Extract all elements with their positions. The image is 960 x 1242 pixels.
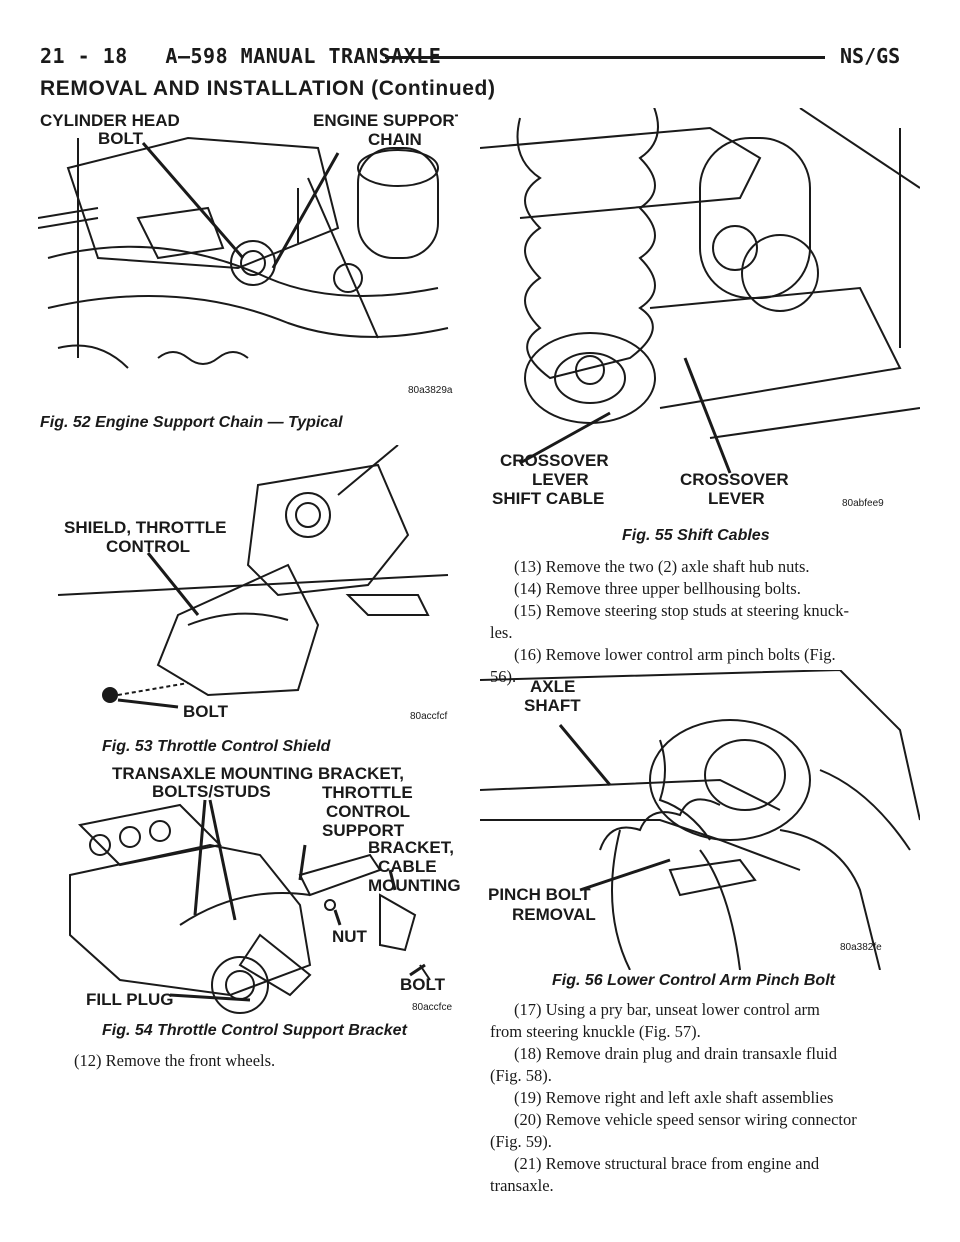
step-20-cont: (Fig. 59). <box>490 1132 552 1151</box>
steps-right-b: (17) Using a pry bar, unseat lower contr… <box>490 999 920 1197</box>
label-mounting: MOUNTING <box>368 876 460 895</box>
label-lever-2: LEVER <box>708 489 765 508</box>
step-21-cont: transaxle. <box>490 1176 554 1195</box>
label-control: CONTROL <box>106 537 190 556</box>
step-18: (18) Remove drain plug and drain transax… <box>514 1044 838 1063</box>
label-cylinder-head: CYLINDER HEAD <box>40 111 180 130</box>
label-shift-cable: SHIFT CABLE <box>492 489 604 508</box>
label-removal: REMOVAL <box>512 905 596 924</box>
figure-52: CYLINDER HEAD BOLT ENGINE SUPPORT CHAIN … <box>38 108 458 398</box>
label-throttle: THROTTLE <box>322 783 413 802</box>
step-19: (19) Remove right and left axle shaft as… <box>514 1088 834 1107</box>
caption-fig55: Fig. 55 Shift Cables <box>622 527 770 544</box>
label-transaxle-mounting: TRANSAXLE MOUNTING <box>112 765 313 783</box>
step-20: (20) Remove vehicle speed sensor wiring … <box>514 1110 857 1129</box>
step-16-cont: 56). <box>490 667 517 686</box>
figure-54: TRANSAXLE MOUNTING BOLTS/STUDS BRACKET, … <box>60 765 460 1015</box>
model-code: NS/GS <box>840 44 901 68</box>
figure-code: 80accfce <box>412 1002 452 1013</box>
label-pinch-bolt: PINCH BOLT <box>488 885 591 904</box>
figure-55: CROSSOVER LEVER SHIFT CABLE CROSSOVER LE… <box>480 108 920 508</box>
shift-cables-illustration: CROSSOVER LEVER SHIFT CABLE CROSSOVER LE… <box>480 108 920 508</box>
step-16: (16) Remove lower control arm pinch bolt… <box>514 645 836 664</box>
throttle-control-shield-illustration: SHIELD, THROTTLE CONTROL BOLT 80accfcf <box>57 445 449 722</box>
caption-fig52: Fig. 52 Engine Support Chain — Typical <box>40 414 343 431</box>
label-bolt: BOLT <box>98 129 144 148</box>
step-15: (15) Remove steering stop studs at steer… <box>514 601 849 620</box>
figure-code: 80abfee9 <box>842 498 884 508</box>
label-axle: AXLE <box>530 677 575 696</box>
label-bolts-studs: BOLTS/STUDS <box>152 782 271 801</box>
figure-code: 80a382fe <box>840 942 882 953</box>
label-cable: CABLE <box>378 857 437 876</box>
label-control: CONTROL <box>326 802 410 821</box>
caption-fig56: Fig. 56 Lower Control Arm Pinch Bolt <box>552 972 835 989</box>
label-engine-support: ENGINE SUPPORT <box>313 111 458 130</box>
label-nut: NUT <box>332 927 368 946</box>
label-bolt: BOLT <box>400 975 446 994</box>
engine-support-chain-illustration: CYLINDER HEAD BOLT ENGINE SUPPORT CHAIN … <box>38 111 458 396</box>
label-lever: LEVER <box>532 470 589 489</box>
header-rule <box>385 56 825 59</box>
step-17-cont: from steering knuckle (Fig. 57). <box>490 1022 701 1041</box>
step-15-cont: les. <box>490 623 513 642</box>
page-number: 21 - 18 <box>40 44 128 68</box>
label-bracket: BRACKET, <box>318 765 404 783</box>
lower-control-arm-pinch-bolt-illustration: AXLE SHAFT PINCH BOLT REMOVAL 80a382fe <box>480 670 920 970</box>
label-chain: CHAIN <box>368 130 422 149</box>
page-subtitle: REMOVAL AND INSTALLATION (Continued) <box>40 77 496 100</box>
label-shield-throttle: SHIELD, THROTTLE <box>64 518 226 537</box>
caption-fig54: Fig. 54 Throttle Control Support Bracket <box>102 1022 407 1039</box>
label-bolt: BOLT <box>183 702 229 721</box>
step-18-cont: (Fig. 58). <box>490 1066 552 1085</box>
label-support: SUPPORT <box>322 821 405 840</box>
label-shaft: SHAFT <box>524 696 581 715</box>
figure-56: AXLE SHAFT PINCH BOLT REMOVAL 80a382fe <box>480 670 920 970</box>
figure-53: SHIELD, THROTTLE CONTROL BOLT 80accfcf <box>38 445 458 725</box>
page-number-section: 21 - 18 A–598 MANUAL TRANSAXLE <box>40 44 441 68</box>
throttle-control-support-bracket-illustration: TRANSAXLE MOUNTING BOLTS/STUDS BRACKET, … <box>69 765 460 1014</box>
label-fill-plug: FILL PLUG <box>86 990 174 1009</box>
steps-left: (12) Remove the front wheels. <box>74 1050 464 1072</box>
figure-code: 80a3829a <box>408 385 453 396</box>
steps-right-a: (13) Remove the two (2) axle shaft hub n… <box>490 556 920 688</box>
step-21: (21) Remove structural brace from engine… <box>514 1154 820 1173</box>
step-12: (12) Remove the front wheels. <box>74 1051 276 1070</box>
label-crossover-2: CROSSOVER <box>680 470 789 489</box>
label-bracket-cable: BRACKET, <box>368 838 454 857</box>
step-17: (17) Using a pry bar, unseat lower contr… <box>514 1000 820 1019</box>
step-14: (14) Remove three upper bellhousing bolt… <box>514 579 801 598</box>
figure-code: 80accfcf <box>410 711 447 722</box>
label-crossover: CROSSOVER <box>500 451 609 470</box>
caption-fig53: Fig. 53 Throttle Control Shield <box>102 738 331 755</box>
step-13: (13) Remove the two (2) axle shaft hub n… <box>514 557 810 576</box>
